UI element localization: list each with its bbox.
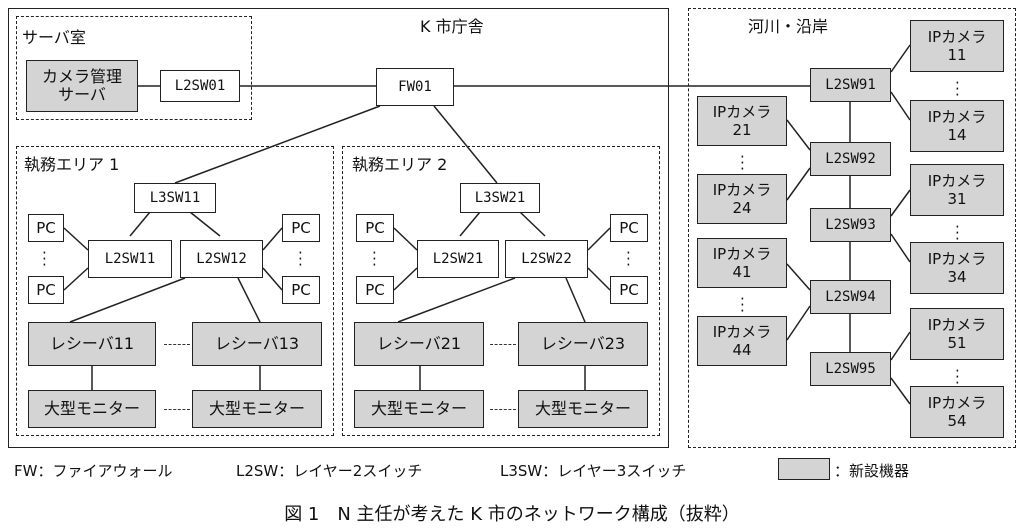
large-monitor: 大型モニター — [28, 390, 156, 428]
ellipsis — [490, 344, 516, 345]
river-label: 河川・沿岸 — [748, 17, 829, 36]
pc: PC — [28, 214, 64, 242]
area1-frame — [16, 146, 334, 436]
l3sw21: L3SW21 — [460, 183, 540, 213]
ellipsis — [164, 344, 190, 345]
pc: PC — [282, 214, 320, 242]
area2-label: 執務エリア 2 — [352, 155, 448, 174]
legend-l2sw: L2SW：レイヤー2スイッチ — [236, 462, 423, 480]
server-room-frame — [16, 16, 252, 120]
ellipsis: ··· — [298, 244, 303, 274]
l2sw11: L2SW11 — [88, 240, 172, 278]
l2sw94: L2SW94 — [810, 280, 891, 314]
large-monitor: 大型モニター — [354, 390, 484, 428]
ip-camera-24: IPカメラ 24 — [697, 174, 787, 224]
camera-management-server: カメラ管理 サーバ — [26, 60, 138, 112]
fw01: FW01 — [376, 68, 454, 106]
server-room-label: サーバ室 — [22, 28, 86, 47]
ellipsis: ··· — [42, 244, 47, 274]
ip-camera-34: IPカメラ 34 — [910, 242, 1004, 294]
l2sw93: L2SW93 — [810, 208, 891, 242]
ellipsis — [164, 409, 190, 410]
l2sw91: L2SW91 — [810, 68, 891, 102]
river-frame — [688, 8, 1016, 448]
l2sw21: L2SW21 — [417, 240, 499, 278]
l2sw92: L2SW92 — [810, 142, 891, 176]
receiver-13: レシーバ13 — [192, 322, 322, 366]
figure-caption: 図 1 N 主任が考えた K 市のネットワーク構成（抜粋） — [284, 504, 740, 525]
city-hall-label: K 市庁舎 — [420, 17, 484, 36]
legend-fw: FW：ファイアウォール — [14, 462, 173, 480]
area1-label: 執務エリア 1 — [24, 155, 120, 174]
l2sw12: L2SW12 — [180, 240, 263, 278]
city-hall-frame — [8, 8, 669, 448]
area2-frame — [342, 146, 660, 436]
receiver-11: レシーバ11 — [28, 322, 156, 366]
l2sw95: L2SW95 — [810, 352, 891, 386]
ellipsis: ··· — [740, 290, 745, 320]
pc: PC — [356, 214, 394, 242]
ip-camera-21: IPカメラ 21 — [697, 96, 787, 146]
ip-camera-31: IPカメラ 31 — [910, 164, 1004, 216]
ellipsis: ··· — [372, 244, 377, 274]
pc: PC — [28, 276, 64, 304]
ellipsis: ··· — [955, 218, 960, 248]
legend-new: ：新設機器 — [834, 462, 910, 480]
ip-camera-41: IPカメラ 41 — [697, 238, 787, 288]
l3sw11: L3SW11 — [134, 183, 216, 213]
ellipsis: ··· — [626, 244, 631, 274]
ellipsis — [490, 409, 516, 410]
pc: PC — [356, 276, 394, 304]
ip-camera-54: IPカメラ 54 — [910, 386, 1004, 438]
pc: PC — [610, 276, 648, 304]
ip-camera-44: IPカメラ 44 — [697, 316, 787, 366]
ip-camera-51: IPカメラ 51 — [910, 308, 1004, 360]
receiver-23: レシーバ23 — [518, 322, 648, 366]
l2sw22: L2SW22 — [505, 240, 588, 278]
ellipsis: ··· — [740, 148, 745, 178]
large-monitor: 大型モニター — [518, 390, 648, 428]
legend-new-swatch — [778, 458, 830, 480]
l2sw01: L2SW01 — [160, 70, 240, 102]
ellipsis: ··· — [955, 362, 960, 392]
pc: PC — [610, 214, 648, 242]
pc: PC — [282, 276, 320, 304]
legend-l3sw: L3SW：レイヤー3スイッチ — [500, 462, 687, 480]
ip-camera-11: IPカメラ 11 — [910, 20, 1004, 72]
large-monitor: 大型モニター — [192, 390, 322, 428]
ellipsis: ··· — [955, 74, 960, 104]
receiver-21: レシーバ21 — [354, 322, 484, 366]
ip-camera-14: IPカメラ 14 — [910, 100, 1004, 152]
